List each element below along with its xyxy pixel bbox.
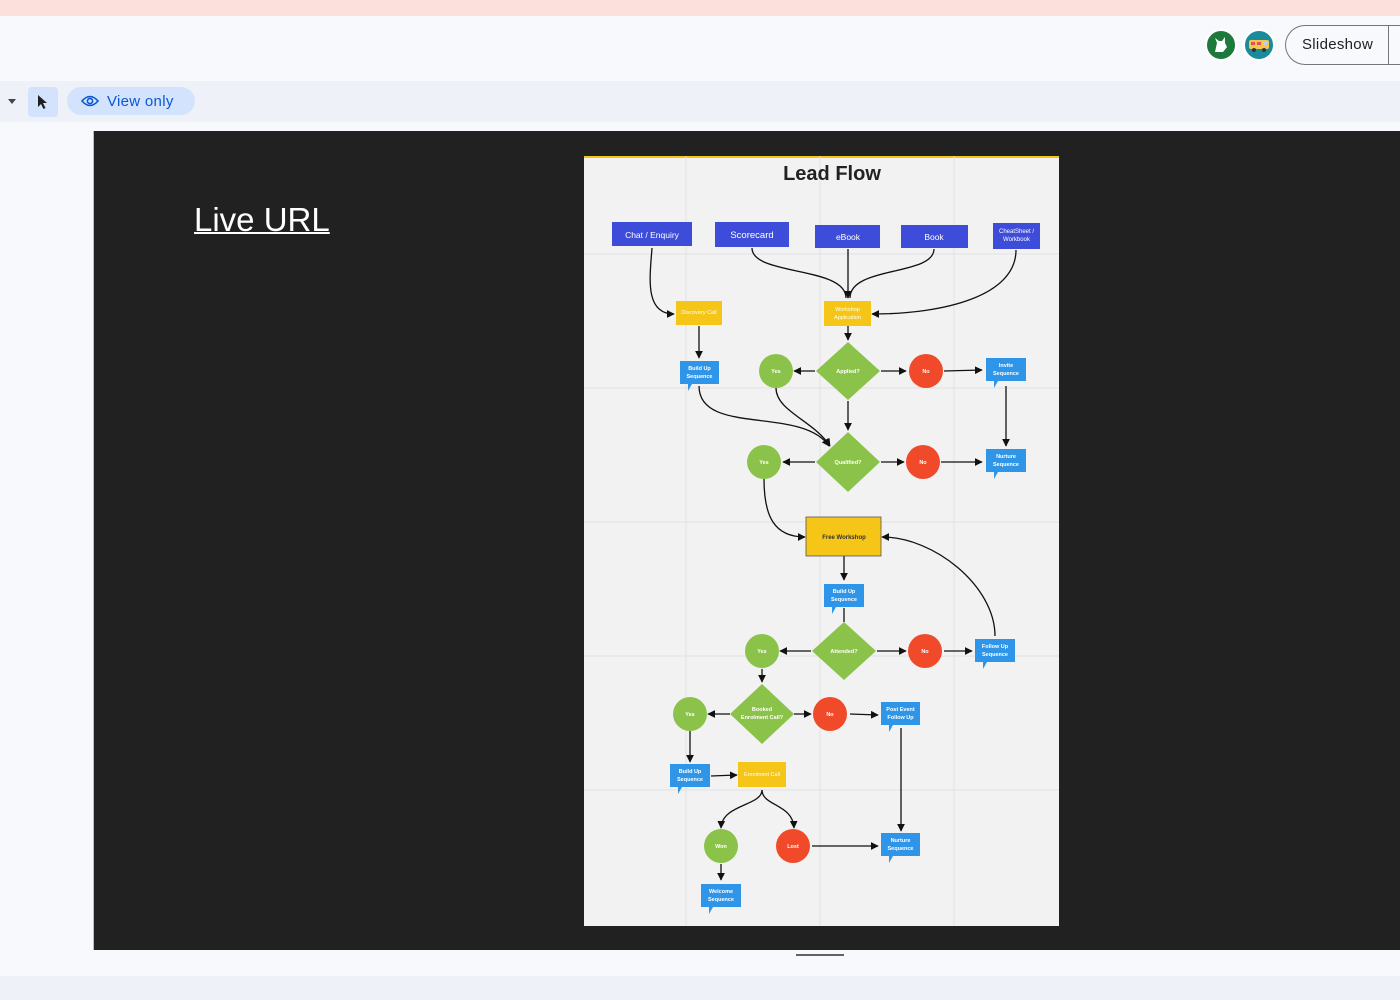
sequence-nodes: Build Up Sequence Invite Sequence Nurtur… bbox=[670, 358, 1026, 914]
decision-attended: Attended? bbox=[812, 622, 876, 680]
svg-text:Scorecard: Scorecard bbox=[730, 230, 773, 241]
welcome-sequence-label: Welcome Sequence bbox=[708, 888, 734, 903]
source-nodes: Chat / Enquiry Scorecard eBook Book Chea… bbox=[612, 222, 1040, 249]
cursor-arrow-icon bbox=[38, 95, 47, 109]
bottom-bar bbox=[0, 976, 1400, 1000]
discovery-call-label: Discovery Call bbox=[681, 310, 717, 316]
nurture-sequence-2-label: Nurture Sequence bbox=[887, 837, 914, 852]
source-book: Book bbox=[901, 225, 968, 248]
svg-text:No: No bbox=[921, 649, 929, 655]
svg-text:No: No bbox=[826, 712, 834, 718]
sequence-nurture-2: Nurture Sequence bbox=[881, 833, 920, 863]
connectors bbox=[649, 247, 1017, 881]
diagram-top-border bbox=[584, 156, 1059, 158]
nurture-sequence-1-label: Nurture Sequence bbox=[993, 453, 1019, 468]
yes-circle-booked: Yes bbox=[673, 697, 707, 731]
slideshow-split-divider bbox=[1388, 25, 1389, 65]
lost-circle: Lost bbox=[776, 829, 810, 863]
decision-applied: Applied? bbox=[816, 342, 880, 400]
slideshow-button[interactable]: Slideshow bbox=[1285, 25, 1400, 65]
action-enrolment-call: Enrolment Call bbox=[738, 762, 786, 787]
toolbar: View only bbox=[0, 81, 1400, 122]
source-scorecard: Scorecard bbox=[715, 222, 789, 247]
lead-flow-diagram: Lead Flow bbox=[584, 156, 1059, 926]
booked-enrolment-call-label: Booked Enrolment Call? bbox=[740, 707, 784, 721]
diagram-title: Lead Flow bbox=[783, 163, 881, 185]
collaborator-avatar-bus[interactable] bbox=[1243, 29, 1275, 61]
won-circle: Won bbox=[704, 829, 738, 863]
source-cheatsheet-workbook: CheatSheet / Workbook bbox=[993, 223, 1040, 249]
no-circle-booked: No bbox=[813, 697, 847, 731]
cat-icon bbox=[1215, 37, 1227, 52]
build-up-sequence-2-label: Build Up Sequence bbox=[831, 588, 857, 603]
build-up-sequence-1-label: Build Up Sequence bbox=[686, 365, 713, 380]
decision-qualified: Qualified? bbox=[816, 432, 880, 492]
yes-circle-applied: Yes bbox=[759, 354, 793, 388]
top-notification-strip bbox=[0, 0, 1400, 16]
app-header: Slideshow bbox=[0, 16, 1400, 81]
workshop-application-label: Workshop Application bbox=[834, 306, 861, 321]
sequence-build-up-3: Build Up Sequence bbox=[670, 764, 710, 794]
svg-text:No: No bbox=[922, 369, 930, 375]
no-circle-attended: No bbox=[908, 634, 942, 668]
decision-nodes: Applied? Qualified? Attended? Booked Enr… bbox=[730, 342, 880, 744]
sequence-nurture-1: Nurture Sequence bbox=[986, 449, 1026, 479]
svg-text:Yes: Yes bbox=[771, 369, 780, 375]
slide-canvas[interactable]: Live URL Lead Flow bbox=[93, 131, 1400, 950]
collaborator-avatar-cat[interactable] bbox=[1205, 29, 1237, 61]
svg-text:eBook: eBook bbox=[836, 232, 861, 242]
sequence-build-up-2: Build Up Sequence bbox=[824, 584, 864, 614]
source-ebook: eBook bbox=[815, 225, 880, 248]
svg-text:Chat / Enquiry: Chat / Enquiry bbox=[625, 230, 680, 240]
action-nodes: Discovery Call Workshop Application Free… bbox=[676, 301, 882, 787]
sequence-follow-up: Follow Up Sequence bbox=[975, 639, 1015, 669]
eye-icon bbox=[81, 95, 99, 107]
diagram-grid bbox=[584, 156, 1059, 926]
sequence-post-event: Post Event Follow Up bbox=[881, 702, 920, 732]
build-up-sequence-3-label: Build Up Sequence bbox=[677, 768, 703, 783]
view-only-label: View only bbox=[107, 92, 174, 110]
yes-circle-qualified: Yes bbox=[747, 445, 781, 479]
live-url-link[interactable]: Live URL bbox=[194, 201, 330, 238]
svg-text:Book: Book bbox=[924, 232, 944, 242]
source-cheatsheet-label: CheatSheet / Workbook bbox=[998, 229, 1035, 243]
yes-nodes: Yes Yes Yes Yes Won bbox=[673, 354, 793, 863]
svg-text:Yes: Yes bbox=[759, 460, 768, 466]
svg-text:Won: Won bbox=[715, 844, 727, 850]
no-circle-qualified: No bbox=[906, 445, 940, 479]
invite-sequence-label: Invite Sequence bbox=[993, 362, 1019, 377]
svg-text:Lost: Lost bbox=[787, 844, 799, 850]
svg-text:No: No bbox=[919, 460, 927, 466]
no-nodes: No No No No Lost bbox=[776, 354, 943, 863]
post-event-follow-up-label: Post Event Follow Up bbox=[886, 706, 915, 721]
action-workshop-application: Workshop Application bbox=[824, 301, 871, 326]
svg-text:Applied?: Applied? bbox=[836, 369, 860, 375]
decision-booked-enrolment-call: Booked Enrolment Call? bbox=[730, 684, 794, 744]
source-chat-enquiry: Chat / Enquiry bbox=[612, 222, 692, 246]
follow-up-sequence-label: Follow Up Sequence bbox=[981, 643, 1009, 658]
sequence-welcome: Welcome Sequence bbox=[701, 884, 741, 914]
sequence-build-up-1: Build Up Sequence bbox=[680, 361, 719, 391]
sequence-invite: Invite Sequence bbox=[986, 358, 1026, 388]
scroll-indicator bbox=[796, 954, 844, 956]
svg-text:Yes: Yes bbox=[685, 712, 694, 718]
yes-circle-attended: Yes bbox=[745, 634, 779, 668]
no-circle-applied: No bbox=[909, 354, 943, 388]
svg-text:Free Workshop: Free Workshop bbox=[822, 535, 866, 541]
enrolment-call-label: Enrolment Call bbox=[743, 771, 781, 778]
svg-text:Attended?: Attended? bbox=[830, 649, 858, 655]
view-only-button[interactable]: View only bbox=[67, 87, 195, 115]
action-discovery-call: Discovery Call bbox=[676, 301, 722, 325]
svg-text:Yes: Yes bbox=[757, 649, 766, 655]
action-free-workshop: Free Workshop bbox=[805, 516, 882, 557]
select-tool-button[interactable] bbox=[28, 87, 58, 117]
chevron-down-icon[interactable] bbox=[8, 99, 16, 104]
bus-icon bbox=[1249, 40, 1269, 52]
svg-text:Qualified?: Qualified? bbox=[835, 460, 863, 466]
